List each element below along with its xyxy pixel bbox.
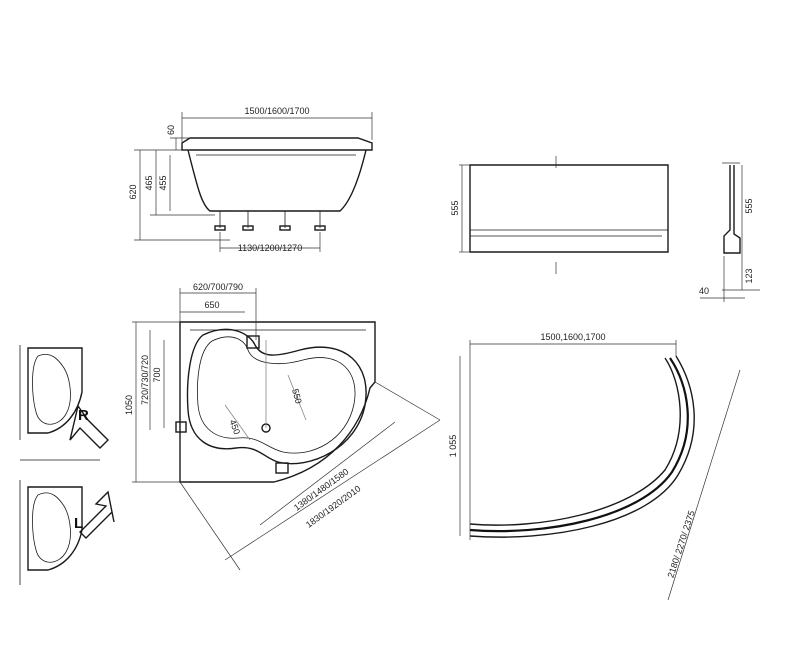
basin-dimension-b: 450	[228, 418, 243, 436]
side-view: 1500/1600/1700 60 620 465 455 1130/1200/…	[128, 106, 373, 253]
top-width-dimension: 620/700/790	[193, 282, 243, 292]
base-height-dimension: 123	[744, 268, 754, 283]
tub-rim	[181, 137, 373, 151]
tub-shell	[187, 149, 367, 212]
corner-width-dimension: 1500,1600,1700	[540, 332, 605, 342]
faucet-icon	[246, 335, 260, 349]
corner-depth-dimension: 1 055	[448, 435, 458, 458]
side-dimension: 720/730/720	[140, 355, 150, 405]
panel-height-dimension: 555	[450, 200, 460, 215]
variant-l-letter: L	[74, 515, 83, 532]
rim-dimension: 60	[166, 125, 176, 135]
overflow-icon	[275, 462, 289, 474]
front-panel: 555	[450, 156, 669, 274]
thickness-dimension: 40	[699, 286, 709, 296]
tub-outline	[179, 321, 376, 483]
depth-dimension: 1050	[124, 395, 134, 415]
variant-r-letter: R	[78, 407, 89, 424]
right-variant: R	[19, 345, 109, 461]
side-panel-height-dimension: 555	[744, 198, 754, 213]
inner-width-dimension: 650	[204, 300, 219, 310]
arrow-l-icon	[79, 490, 115, 539]
valve-icon	[175, 421, 187, 433]
depth-inner-dimension: 455	[158, 175, 168, 190]
left-variant: L	[19, 480, 115, 585]
corner-arc-dimension: 2180/ 2270/ 2375	[666, 509, 697, 579]
side-inner-dimension: 700	[152, 367, 162, 382]
top-view: 550 450 620/700/790 650 1050 720/730/720…	[124, 282, 441, 571]
height-dimension: 620	[128, 184, 138, 199]
arrow-r-icon	[69, 404, 109, 449]
corner-panel: 1500,1600,1700 1 055 2180/ 2270/ 2375	[448, 332, 741, 601]
legs-dimension: 1130/1200/1270	[238, 243, 302, 253]
tub-legs	[212, 210, 330, 231]
depth-outer-dimension: 465	[144, 175, 154, 190]
side-panel-profile: 555 123 40	[699, 162, 760, 302]
basin-inner	[197, 336, 356, 454]
length-dimension: 1500/1600/1700	[244, 106, 309, 116]
basin-dimension-a: 550	[290, 388, 304, 405]
basin-outer	[186, 328, 367, 465]
